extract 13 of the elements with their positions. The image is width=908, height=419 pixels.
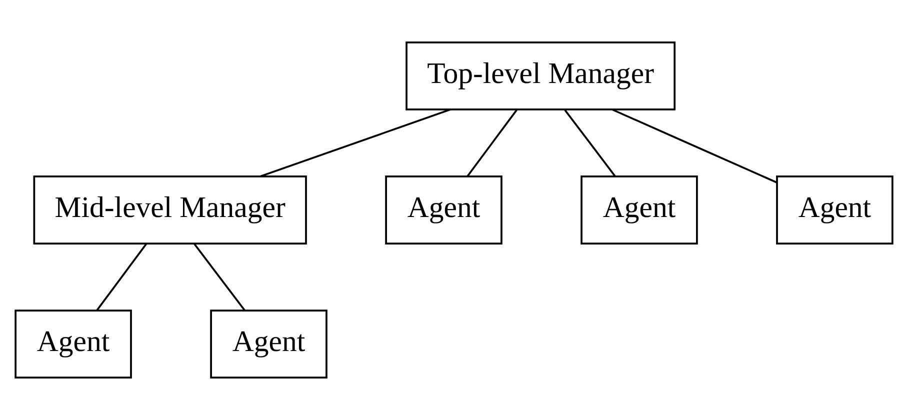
node-box: Agent: [210, 309, 328, 378]
connector: [96, 243, 147, 310]
node-box: Agent: [385, 175, 502, 244]
node-box: Agent: [14, 309, 132, 378]
node-box: Agent: [776, 175, 894, 244]
connector: [564, 108, 616, 176]
connector: [194, 243, 246, 310]
connector: [260, 108, 451, 177]
connector: [612, 108, 778, 183]
connector: [466, 108, 518, 176]
node-box: Top-level Manager: [406, 41, 676, 110]
node-box: Agent: [580, 175, 698, 244]
node-box: Mid-level Manager: [33, 175, 307, 244]
